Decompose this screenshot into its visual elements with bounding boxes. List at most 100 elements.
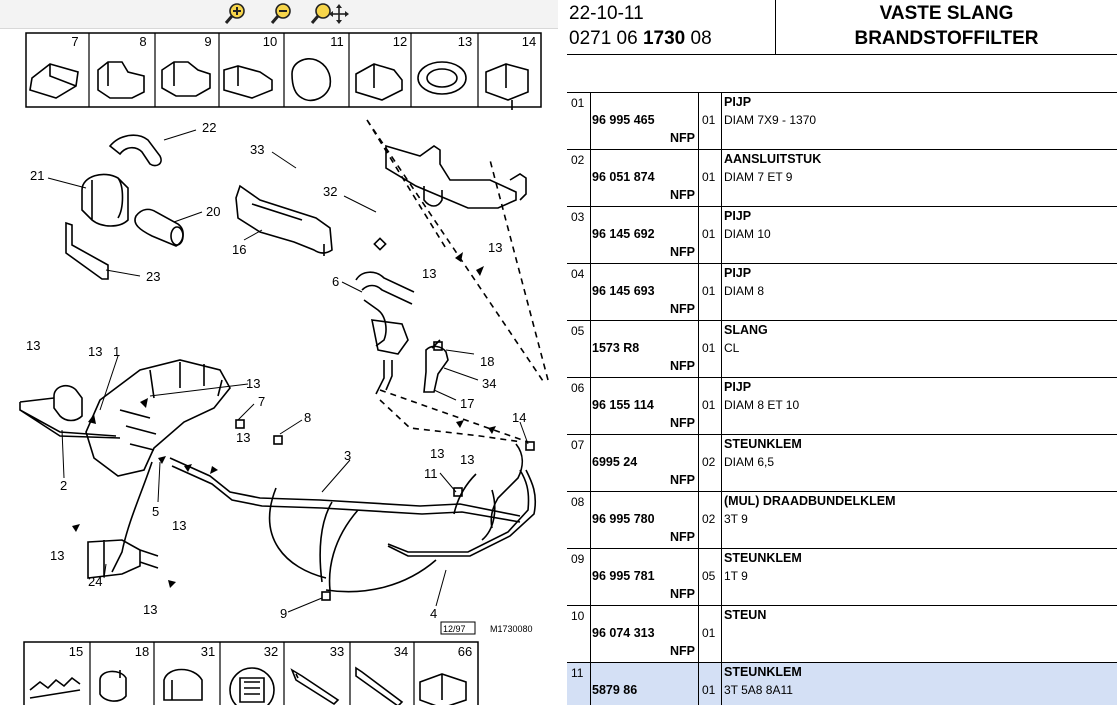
row-qty-cell: 05 bbox=[699, 549, 722, 605]
page-title: VASTE SLANG BRANDSTOFFILTER bbox=[776, 0, 1117, 55]
callout: 13 bbox=[460, 452, 474, 467]
row-index: 06 bbox=[571, 381, 585, 395]
callout: 13 bbox=[88, 344, 102, 359]
part-name: PIJP bbox=[724, 95, 752, 109]
part-reference[interactable]: 96 995 781 bbox=[592, 569, 655, 583]
zoom-in-icon[interactable] bbox=[223, 2, 249, 26]
thumb-label: 18 bbox=[135, 644, 149, 659]
part-name: SLANG bbox=[724, 323, 768, 337]
part-reference[interactable]: 5879 86 bbox=[592, 683, 638, 697]
part-quantity: 05 bbox=[702, 569, 716, 583]
part-name: AANSLUITSTUK bbox=[724, 152, 822, 166]
row-index-cell: 05 bbox=[567, 321, 591, 377]
row-index: 07 bbox=[571, 438, 585, 452]
callout: 2 bbox=[60, 478, 67, 493]
nfp-flag: NFP bbox=[670, 530, 695, 544]
row-qty-cell: 01 bbox=[699, 606, 722, 662]
date-stamp: 12/97 bbox=[443, 624, 466, 634]
row-index-cell: 04 bbox=[567, 264, 591, 320]
callout: 13 bbox=[172, 518, 186, 533]
part-name: (MUL) DRAADBUNDELKLEM bbox=[724, 494, 896, 508]
part-quantity: 01 bbox=[702, 626, 716, 640]
part-quantity: 01 bbox=[702, 170, 716, 184]
row-qty-cell: 01 bbox=[699, 663, 722, 705]
title-line-2: BRANDSTOFFILTER bbox=[854, 28, 1039, 49]
part-reference[interactable]: 96 995 780 bbox=[592, 512, 655, 526]
thumb-label: 11 bbox=[330, 34, 344, 49]
part-quantity: 01 bbox=[702, 113, 716, 127]
callout: 1 bbox=[113, 344, 120, 359]
thumb-label: 13 bbox=[458, 34, 472, 49]
callout: 13 bbox=[26, 338, 40, 353]
nfp-flag: NFP bbox=[670, 416, 695, 430]
row-index: 04 bbox=[571, 267, 585, 281]
callout: 7 bbox=[258, 394, 265, 409]
part-reference[interactable]: 96 155 114 bbox=[592, 398, 654, 412]
nfp-flag: NFP bbox=[670, 245, 695, 259]
part-spec: CL bbox=[724, 341, 740, 355]
callout: 24 bbox=[88, 574, 102, 589]
row-index: 01 bbox=[571, 96, 585, 110]
part-reference[interactable]: 96 074 313 bbox=[592, 626, 655, 640]
row-index-cell: 10 bbox=[567, 606, 591, 662]
part-spec: DIAM 6,5 bbox=[724, 455, 775, 469]
row-qty-cell: 02 bbox=[699, 492, 722, 548]
part-reference[interactable]: 96 995 465 bbox=[592, 113, 655, 127]
zoom-out-icon[interactable] bbox=[269, 2, 295, 26]
part-quantity: 02 bbox=[702, 512, 716, 526]
callout: 33 bbox=[250, 142, 264, 157]
part-spec: 1T 9 bbox=[724, 569, 748, 583]
row-qty-cell: 01 bbox=[699, 321, 722, 377]
part-name: STEUNKLEM bbox=[724, 551, 802, 565]
nfp-flag: NFP bbox=[670, 473, 695, 487]
nfp-flag: NFP bbox=[670, 131, 695, 145]
callout: 32 bbox=[323, 184, 337, 199]
part-name: PIJP bbox=[724, 380, 752, 394]
diagram-drawing bbox=[19, 119, 549, 601]
zoom-pan-icon[interactable] bbox=[309, 2, 349, 26]
part-quantity: 01 bbox=[702, 683, 716, 697]
code-bold: 1730 bbox=[642, 28, 686, 49]
row-desc-cell: SLANG CL bbox=[722, 321, 1117, 377]
thumb-label: 7 bbox=[71, 34, 78, 49]
parts-list-pane: 22-10-11 0271 06 1730 08 VASTE SLANG BRA… bbox=[567, 0, 1117, 705]
part-spec: DIAM 10 bbox=[724, 227, 771, 241]
part-reference[interactable]: 96 051 874 bbox=[592, 170, 655, 184]
part-reference[interactable]: 96 145 692 bbox=[592, 227, 655, 241]
part-quantity: 01 bbox=[702, 284, 716, 298]
part-quantity: 01 bbox=[702, 398, 716, 412]
thumb-label: 34 bbox=[394, 644, 408, 659]
document-meta: 22-10-11 0271 06 1730 08 bbox=[567, 0, 776, 54]
leader-lines bbox=[47, 129, 529, 613]
document-date: 22-10-11 bbox=[569, 3, 644, 24]
part-quantity: 01 bbox=[702, 341, 716, 355]
part-reference[interactable]: 1573 R8 bbox=[592, 341, 640, 355]
row-index-cell: 08 bbox=[567, 492, 591, 548]
callout: 3 bbox=[344, 448, 351, 463]
row-index: 02 bbox=[571, 153, 585, 167]
code-prefix: 0271 06 bbox=[569, 28, 643, 49]
thumb-label: 14 bbox=[522, 34, 536, 49]
part-reference[interactable]: 96 145 693 bbox=[592, 284, 655, 298]
part-reference[interactable]: 6995 24 bbox=[592, 455, 638, 469]
diagram-ref-code: M1730080 bbox=[490, 624, 533, 634]
callout-labels: 22 33 32 21 20 16 23 6 13 13 18 34 17 13… bbox=[26, 120, 526, 621]
